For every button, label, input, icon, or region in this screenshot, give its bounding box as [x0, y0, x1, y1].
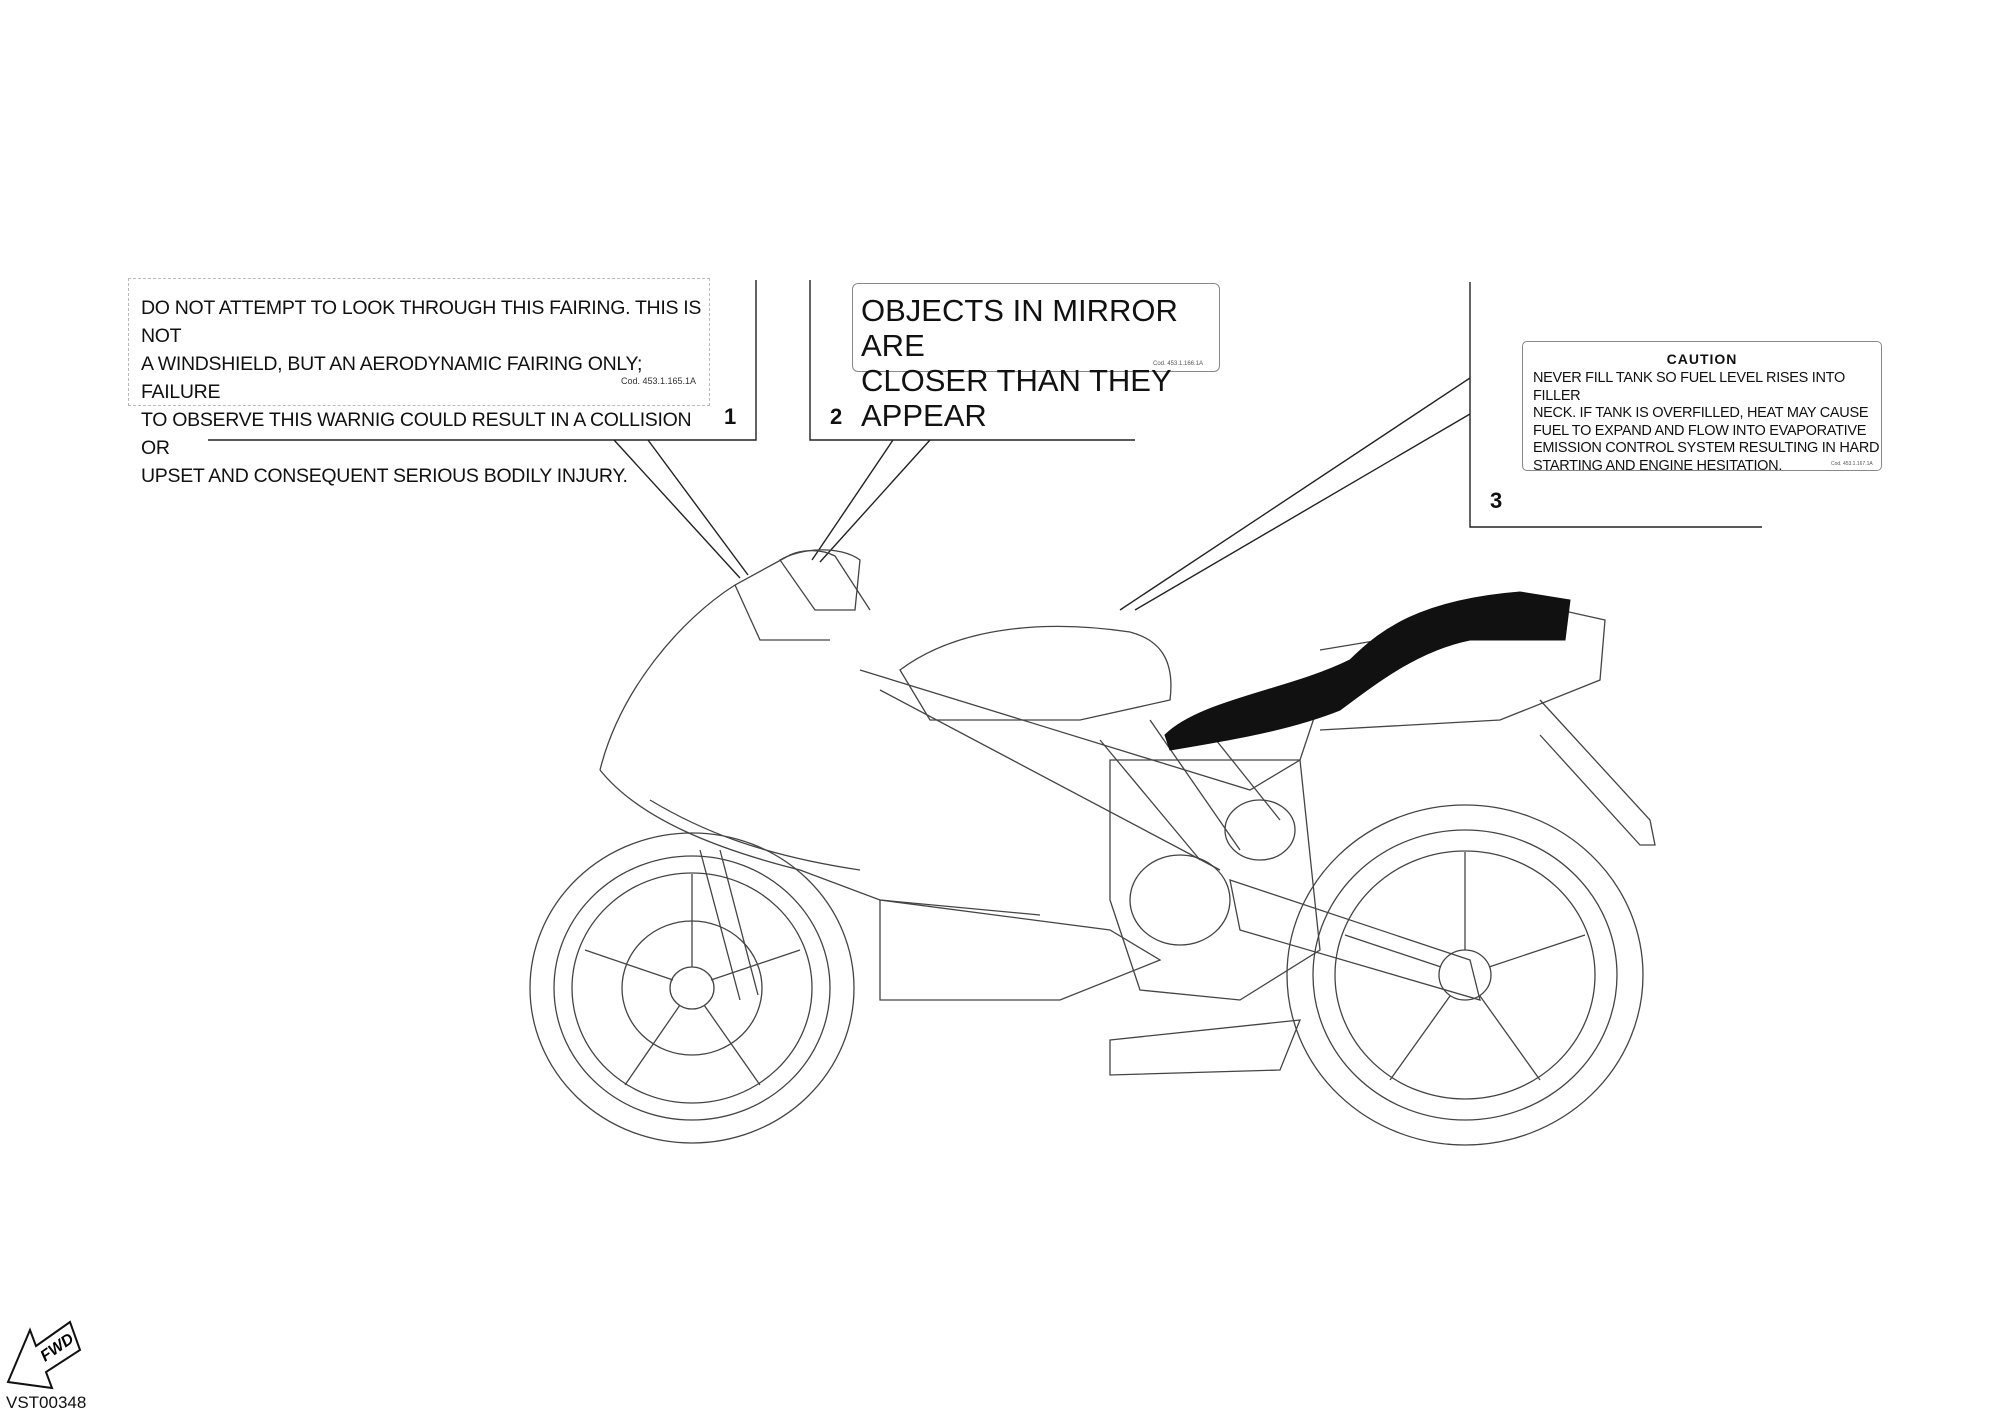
callout-number-1: 1	[724, 404, 737, 429]
front-tire	[529, 832, 855, 1144]
label-fuel-code: Cod. 453.1.167.1A	[1831, 461, 1873, 467]
caution-label-fuel: CAUTION NEVER FILL TANK SO FUEL LEVEL RI…	[1522, 341, 1882, 474]
forward-arrow-icon: FWD	[6, 1320, 82, 1390]
warning-label-fairing: DO NOT ATTEMPT TO LOOK THROUGH THIS FAIR…	[128, 278, 710, 487]
label-mirror-code: Cod. 453.1.166.1A	[1153, 361, 1204, 367]
callout-number-3: 3	[1490, 488, 1503, 513]
caution-heading: CAUTION	[1666, 351, 1738, 367]
label-mirror-text: OBJECTS IN MIRROR ARE CLOSER THAN THEY A…	[861, 293, 1178, 433]
rear-tire	[1286, 804, 1644, 1146]
front-brake-disc	[571, 872, 813, 1104]
label-fuel-text: NEVER FILL TANK SO FUEL LEVEL RISES INTO…	[1533, 370, 1880, 474]
label-fairing-text: DO NOT ATTEMPT TO LOOK THROUGH THIS FAIR…	[141, 297, 702, 487]
rear-hub	[1438, 949, 1492, 1001]
callout-leaders	[208, 280, 1762, 611]
warning-label-mirror: OBJECTS IN MIRROR ARE CLOSER THAN THEY A…	[852, 283, 1220, 433]
figure-code: VST00348	[6, 1393, 87, 1412]
callout-number-2: 2	[830, 404, 843, 429]
seat	[1164, 591, 1571, 751]
label-fairing-code: Cod. 453.1.165.1A	[621, 376, 697, 386]
motorcycle-outline	[529, 549, 1656, 1146]
front-hub	[669, 966, 715, 1010]
